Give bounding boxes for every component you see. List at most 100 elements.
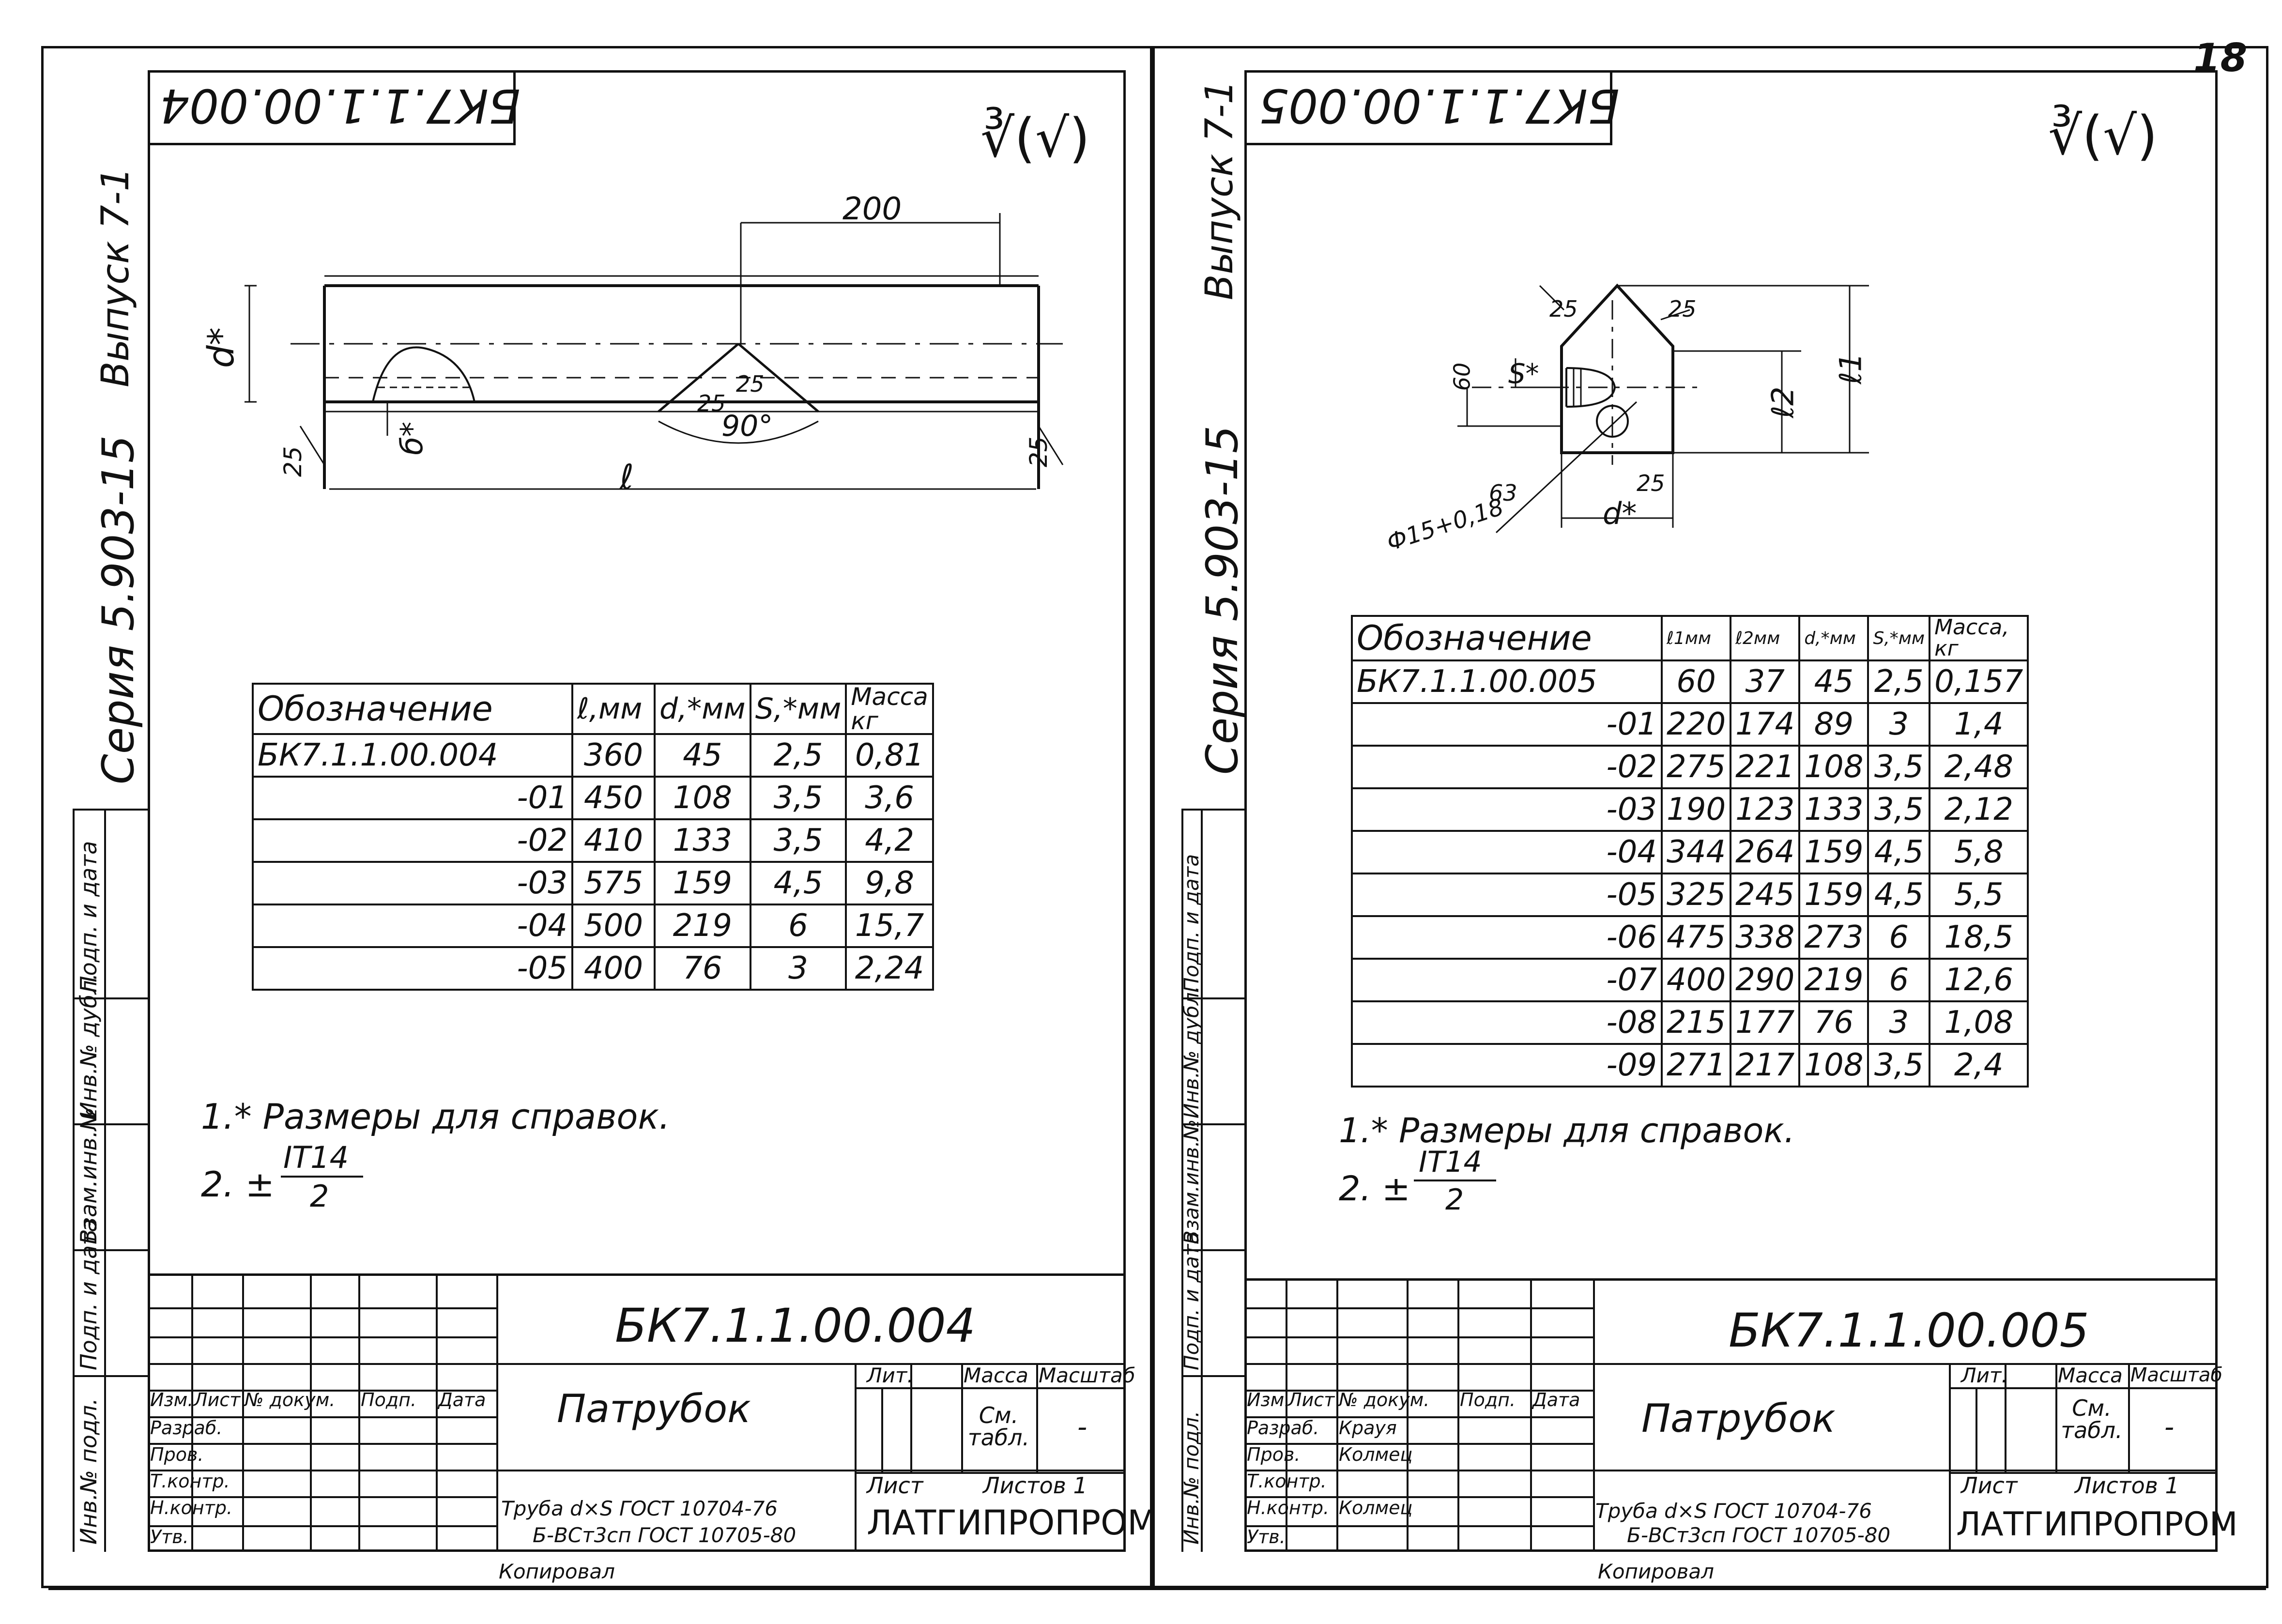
cell-l2: 174 (1730, 702, 1801, 747)
header-s: S,*мм (1867, 615, 1931, 661)
cell-s: 6 (1867, 915, 1931, 960)
right-title-block (1244, 1278, 2218, 1552)
cell-designation: -03 (252, 861, 573, 905)
tb-col (1593, 1278, 1595, 1552)
right-code-box (1244, 70, 1612, 145)
header-designation: Обозначение (1351, 615, 1663, 661)
cell-d: 219 (654, 904, 751, 948)
left-strip-divider (73, 1123, 148, 1125)
left-tb-role: Дата (438, 1389, 486, 1410)
tb-col (881, 1387, 883, 1472)
cell-l1: 215 (1660, 1000, 1732, 1045)
cell-d: 273 (1798, 915, 1869, 960)
cell-d: 219 (1798, 958, 1869, 1002)
cell-d: 108 (1798, 745, 1869, 789)
cell-designation: -02 (252, 818, 573, 863)
right-strip-divider (1181, 1123, 1244, 1125)
cell-s: 3,5 (1867, 1043, 1931, 1088)
right-dim-l2: ℓ2 (1765, 386, 1801, 418)
cell-mass: 15,7 (845, 904, 934, 948)
right-tb-lit: Лит. (1961, 1364, 2008, 1387)
right-strip-edge (1201, 809, 1203, 1552)
right-tb-person: Колмец (1339, 1444, 1413, 1465)
right-strip-divider (1181, 1249, 1244, 1251)
cell-l1: 60 (1660, 659, 1732, 704)
cell-s: 3,5 (749, 818, 847, 863)
tb-col (191, 1273, 193, 1552)
right-tb-role: Лист (1288, 1389, 1335, 1410)
left-dim-angle: 90° (721, 409, 773, 443)
cell-s: 6 (1867, 958, 1931, 1002)
cell-l1: 190 (1660, 787, 1732, 832)
right-spec-table: Обозначение ℓ1мм ℓ2мм d,*мм S,*мм Масса,… (1351, 615, 2029, 1088)
cell-s: 4,5 (1867, 873, 1931, 917)
cell-l2: 221 (1730, 745, 1801, 789)
tb-row (148, 1470, 1126, 1471)
tb-row (1244, 1363, 2218, 1365)
right-tb-role: Н.контр. (1247, 1497, 1330, 1518)
right-chamfer-25b: 25 (1668, 296, 1697, 322)
cell-mass: 2,12 (1929, 787, 2029, 832)
left-tb-scale-value: - (1077, 1411, 1087, 1443)
left-strip-edge (104, 809, 106, 1552)
header-d: d,*мм (1798, 615, 1869, 661)
cell-d: 133 (654, 818, 751, 863)
tb-col (2055, 1363, 2057, 1472)
left-sheet-inner-frame (148, 70, 1126, 1552)
cell-designation: БК7.1.1.00.004 (252, 733, 573, 778)
header-mass: Масса, кг (1929, 615, 2029, 661)
right-dim-d: d* (1603, 496, 1637, 531)
cell-designation: -01 (1351, 702, 1663, 747)
table-header-row: Обозначение ℓ1мм ℓ2мм d,*мм S,*мм Масса,… (1351, 615, 2029, 661)
cell-s: 3,5 (1867, 745, 1931, 789)
tb-col (1976, 1387, 1977, 1472)
right-tb-role: Изм. (1247, 1389, 1290, 1410)
left-title-block (148, 1273, 1126, 1552)
tb-row (1244, 1525, 1593, 1527)
bottom-border-line (48, 1588, 2266, 1590)
right-side-label: Подп. и дата (1179, 854, 1203, 993)
tb-row (1949, 1387, 2218, 1389)
tb-col (1036, 1363, 1038, 1472)
cell-d: 45 (654, 733, 751, 778)
tb-col (1286, 1278, 1287, 1552)
cell-mass: 4,2 (845, 818, 934, 863)
left-tb-code: БК7.1.1.00.004 (615, 1299, 976, 1353)
right-note-fraction-bar (1414, 1180, 1496, 1181)
left-strip-divider (73, 1375, 148, 1377)
left-tb-material-2: Б-ВСт3сп ГОСТ 10705-80 (533, 1523, 796, 1547)
left-note-2-numerator: IT14 (283, 1140, 349, 1175)
cell-designation: -05 (252, 946, 573, 991)
left-tb-role: Т.контр. (150, 1471, 230, 1492)
cell-l2: 123 (1730, 787, 1801, 832)
cell-d: 159 (654, 861, 751, 905)
left-tb-role: Утв. (150, 1526, 189, 1547)
header-s: S,*мм (749, 683, 847, 735)
tb-row (148, 1416, 496, 1418)
cell-mass: 0,157 (1929, 659, 2029, 704)
tb-row (1244, 1443, 1593, 1445)
left-chamfer-1: 25 (697, 390, 726, 416)
cell-d: 159 (1798, 873, 1869, 917)
left-spec-table: Обозначение ℓ,мм d,*мм S,*мм Масса кг БК… (252, 683, 934, 991)
left-tb-role: Лист (194, 1389, 241, 1410)
right-tb-mass-value: См. табл. (2061, 1395, 2123, 1443)
cell-mass: 2,48 (1929, 745, 2029, 789)
right-note-2: 2. ± (1339, 1169, 1410, 1209)
cell-s: 6 (749, 904, 847, 948)
right-tb-role: Разраб. (1247, 1417, 1319, 1439)
cell-designation: -01 (252, 776, 573, 820)
tb-row (1244, 1416, 1593, 1418)
cell-designation: -04 (252, 904, 573, 948)
